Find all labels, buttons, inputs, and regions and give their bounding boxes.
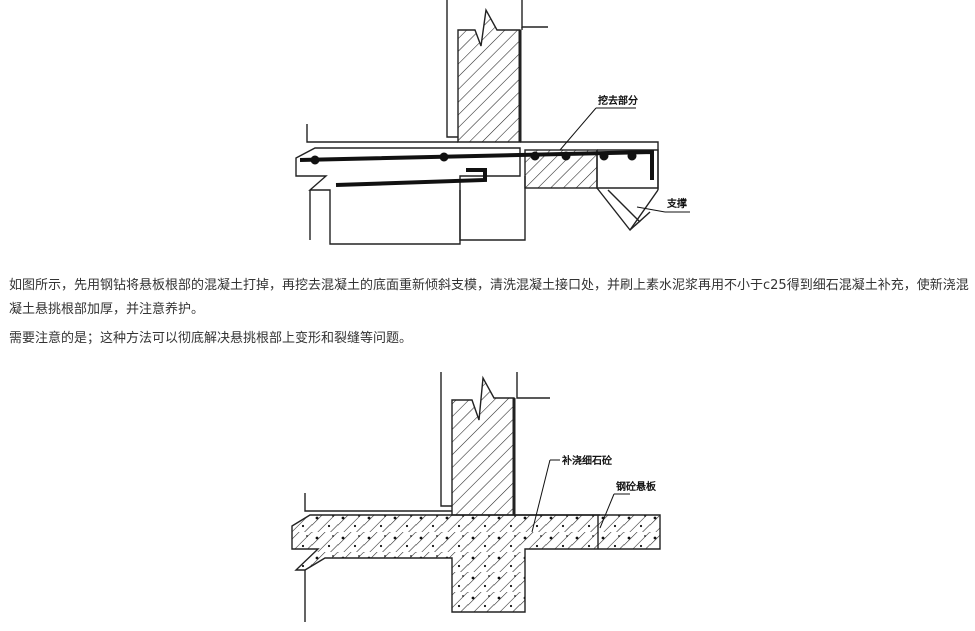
paragraph-note: 需要注意的是；这种方法可以彻底解决悬挑根部上变形和裂缝等问题。: [9, 331, 413, 346]
excavated-zone: [524, 149, 598, 189]
slab-section: [295, 147, 659, 245]
slab-new-concrete: [291, 514, 661, 622]
diagram-excavation: 挖去部分 支撑: [295, 0, 690, 245]
rebar: [299, 149, 654, 187]
figure-before-repair: 挖去部分 支撑: [0, 0, 975, 250]
support-formwork: [596, 187, 659, 232]
label-excavated-part: 挖去部分: [598, 94, 638, 107]
wall-section: [457, 7, 522, 143]
diagram-new-concrete: 补浇细石砼 钢砼悬板: [291, 372, 661, 622]
paragraph-method: 如图所示，先用钢钻将悬板根部的混凝土打掉，再挖去混凝土的底面重新倾斜支模，清洗混…: [9, 278, 969, 317]
label-new-concrete: 补浇细石砼: [561, 454, 612, 467]
label-support: 支撑: [666, 197, 687, 210]
figure-after-repair: 补浇细石砼 钢砼悬板: [0, 372, 975, 631]
wall-section: [451, 375, 516, 516]
label-cantilever-slab: 钢砼悬板: [616, 480, 657, 493]
